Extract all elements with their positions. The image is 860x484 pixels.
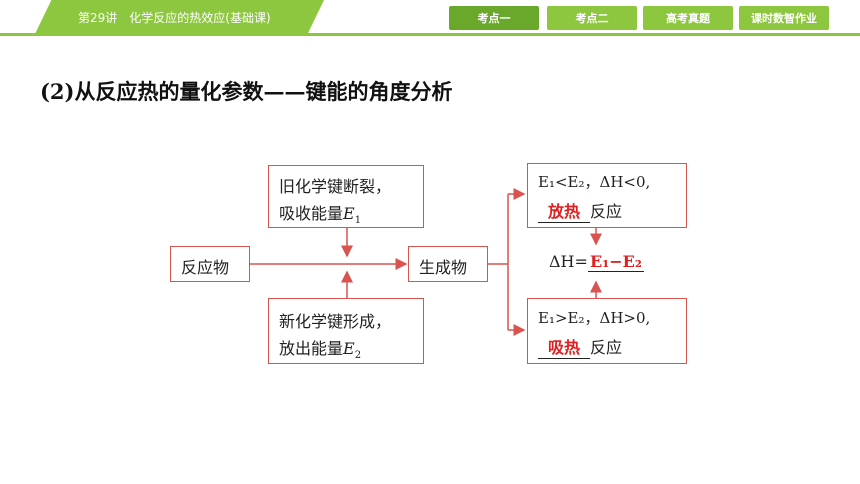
break-bonds-line2: 吸收能量E1	[279, 204, 362, 227]
section-heading: (2)从反应热的量化参数——键能的角度分析	[40, 79, 453, 104]
delta-h-formula: ΔH=E₁−E₂	[549, 252, 644, 272]
nav-tab-point-1[interactable]: 考点一	[449, 6, 539, 30]
nav-tab-exam-questions[interactable]: 高考真题	[643, 6, 733, 30]
nav-tab-point-2[interactable]: 考点二	[547, 6, 637, 30]
exothermic-box: E₁<E₂，ΔH<0, 放热反应	[527, 163, 687, 228]
reactant-box: 反应物	[170, 246, 250, 282]
form-bonds-line1: 新化学键形成，	[279, 312, 392, 331]
product-box: 生成物	[408, 246, 488, 282]
form-bonds-line2: 放出能量E2	[279, 339, 362, 362]
top-bar-divider	[0, 33, 860, 36]
endothermic-box: E₁>E₂，ΔH>0, 吸热反应	[527, 298, 687, 364]
product-label: 生成物	[419, 258, 468, 277]
endothermic-answer-line: 吸热反应	[538, 334, 622, 359]
exothermic-condition: E₁<E₂，ΔH<0,	[538, 173, 651, 191]
lesson-title: 第29讲 化学反应的热效应(基础课)	[78, 11, 271, 25]
break-bonds-box: 旧化学键断裂， 吸收能量E1	[268, 165, 424, 228]
break-bonds-line1: 旧化学键断裂，	[279, 177, 392, 196]
lesson-title-tab	[34, 0, 324, 36]
nav-tab-homework[interactable]: 课时数智作业	[739, 6, 829, 30]
form-bonds-box: 新化学键形成， 放出能量E2	[268, 298, 424, 364]
endothermic-condition: E₁>E₂，ΔH>0,	[538, 309, 651, 327]
reactant-label: 反应物	[181, 258, 230, 277]
exothermic-answer-line: 放热反应	[538, 198, 622, 223]
top-bar: 第29讲 化学反应的热效应(基础课) 考点一 考点二 高考真题 课时数智作业	[0, 0, 860, 36]
